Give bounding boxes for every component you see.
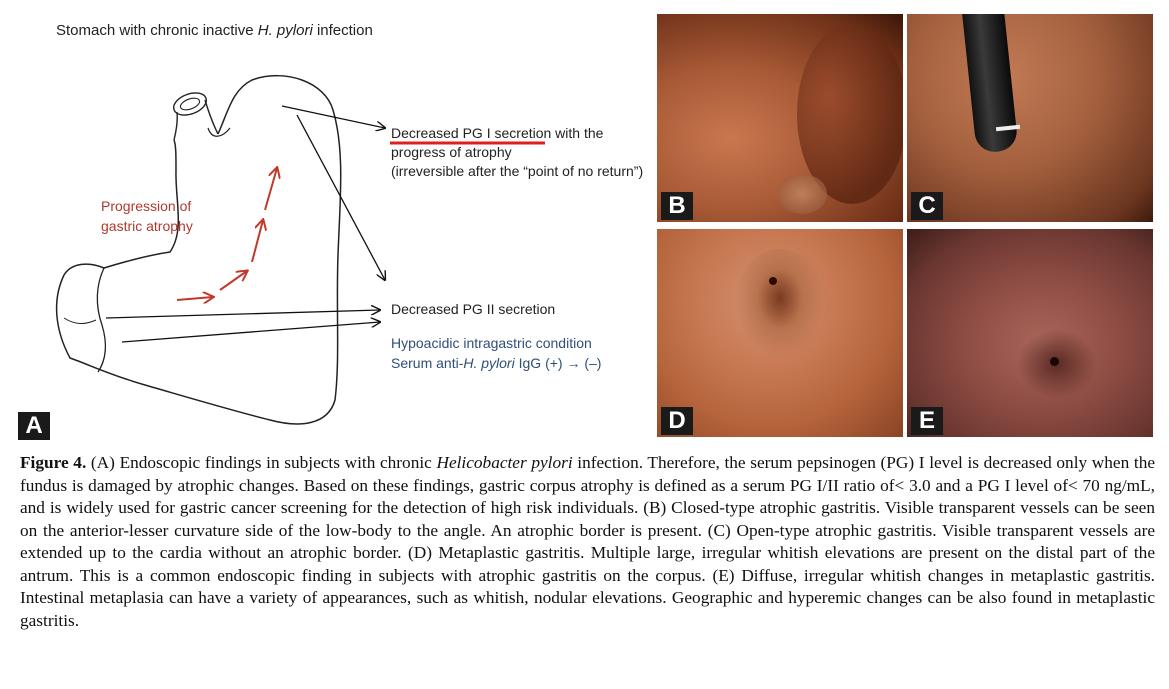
pg2-label: Decreased PG II secretion — [391, 301, 556, 317]
figure-label: Figure 4. — [20, 453, 87, 472]
pylorus-lines — [96, 267, 107, 373]
endoscopy-photo-c: C — [907, 14, 1153, 222]
panel-e-label: E — [911, 407, 943, 435]
endoscopy-photo-b: B — [657, 14, 903, 222]
figure-caption: Figure 4. (A) Endoscopic findings in sub… — [20, 453, 1156, 630]
pg1-label: Decreased PG I secretion with the progre… — [391, 125, 644, 179]
endoscopy-photo-e: E — [907, 229, 1153, 437]
progression-label: Progression of gastric atrophy — [101, 198, 193, 234]
progression-arrows — [176, 168, 277, 300]
pointer-arrows — [105, 105, 385, 343]
stomach-outline — [55, 74, 342, 425]
diagram-title: Stomach with chronic inactive H. pylori … — [56, 22, 373, 39]
stomach-diagram-svg — [55, 74, 545, 425]
panel-a-diagram: Stomach with chronic inactive H. pylori … — [0, 0, 655, 445]
panel-a-label: A — [18, 412, 50, 440]
panel-b-label: B — [661, 192, 693, 220]
endoscopy-photo-d: D — [657, 229, 903, 437]
panel-c-label: C — [911, 192, 943, 220]
panel-d-label: D — [661, 407, 693, 435]
endoscope-shaft — [961, 14, 1019, 154]
esophagus — [172, 92, 219, 141]
hypoacidic-label: Hypoacidic intragastric condition Serum … — [391, 335, 602, 371]
